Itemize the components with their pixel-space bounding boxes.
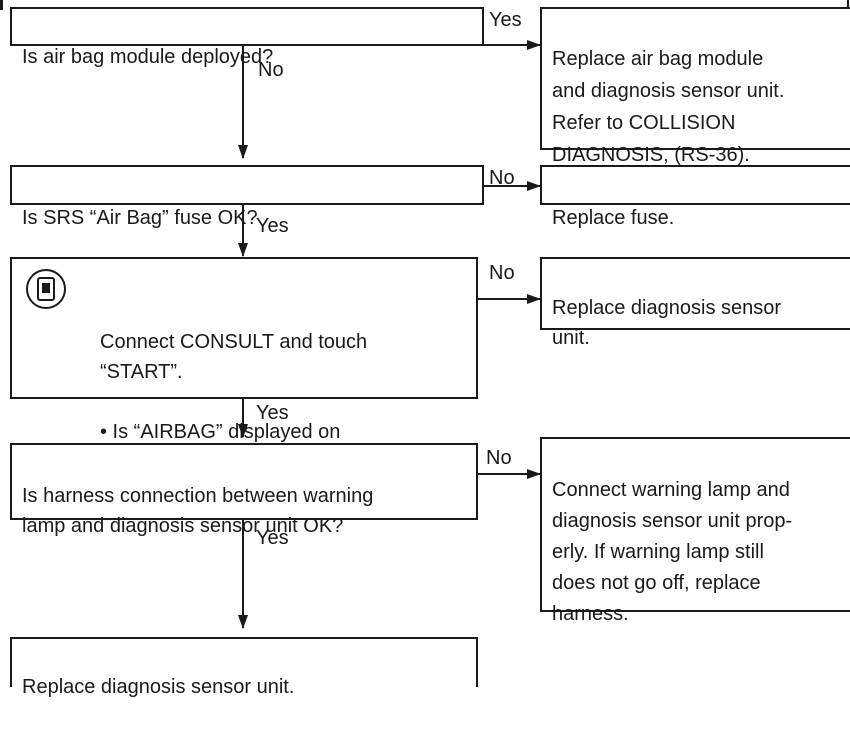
action-1-text: Replace air bag module and diagnosis sen… <box>552 48 785 166</box>
action-box-4: Connect warning lamp and diagnosis senso… <box>540 437 850 625</box>
action-4-text: Connect warning lamp and diagnosis senso… <box>552 479 793 625</box>
step-1-down-label: No <box>258 59 284 81</box>
step-3-side-label: No <box>489 262 515 284</box>
step-3-instruction: Connect CONSULT and touch “START”. <box>100 331 368 383</box>
action-box-1: Replace air bag module and diagnosis sen… <box>540 7 850 166</box>
step-3-question: • Is “AIRBAG” displayed on CONSULT? <box>100 421 341 473</box>
step-4-side-label: No <box>486 447 512 469</box>
step-4-down-label: Yes <box>256 527 289 549</box>
step-box-4: Is harness connection between warning la… <box>10 443 478 537</box>
step-3-down-label: Yes <box>256 402 289 424</box>
step-2-question: Is SRS “Air Bag” fuse OK? <box>22 207 258 229</box>
step-1-question: Is air bag module deployed? <box>22 46 274 68</box>
page-edge-mark <box>0 0 3 10</box>
consult-tester-icon <box>26 269 66 309</box>
action-box-3: Replace diagnosis sensor unit. <box>540 257 850 349</box>
step-box-3: Connect CONSULT and touch “START”. • Is … <box>10 257 478 473</box>
action-box-2: Replace fuse. <box>540 165 850 229</box>
action-3-text: Replace diagnosis sensor unit. <box>552 297 782 349</box>
step-box-1: Is air bag module deployed? <box>10 7 484 68</box>
step-1-side-label: Yes <box>489 9 522 31</box>
step-4-question: Is harness connection between warning la… <box>22 485 374 537</box>
step-2-side-label: No <box>489 167 515 189</box>
action-2-text: Replace fuse. <box>552 207 675 229</box>
step-5-action: Replace diagnosis sensor unit. <box>22 676 295 698</box>
step-2-down-label: Yes <box>256 215 289 237</box>
step-box-5: Replace diagnosis sensor unit. <box>10 637 478 698</box>
step-box-2: Is SRS “Air Bag” fuse OK? <box>10 165 484 229</box>
